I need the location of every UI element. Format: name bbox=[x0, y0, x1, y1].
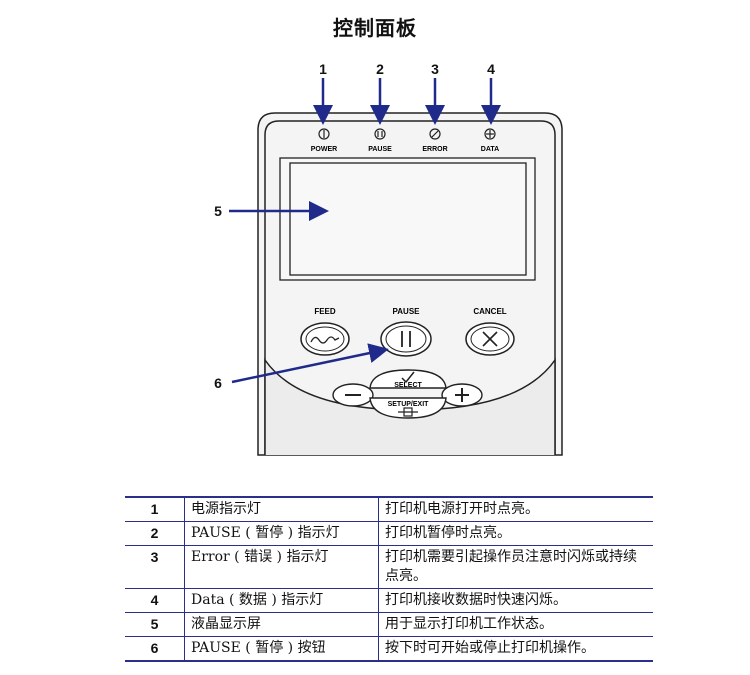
setup-exit-label: SETUP/EXIT bbox=[388, 401, 430, 408]
callout-3: 3 bbox=[431, 61, 439, 77]
legend-num: 4 bbox=[125, 588, 185, 613]
pause-indicator-label: PAUSE bbox=[368, 146, 392, 153]
minus-button[interactable] bbox=[332, 383, 374, 407]
power-label: POWER bbox=[311, 146, 337, 153]
legend-name: 电源指示灯 bbox=[184, 497, 379, 522]
legend-num: 1 bbox=[125, 497, 185, 522]
callout-5: 5 bbox=[214, 203, 222, 219]
feed-icon bbox=[310, 336, 340, 344]
legend-num: 2 bbox=[125, 521, 185, 546]
callout-4: 4 bbox=[487, 61, 495, 77]
legend-desc: 打印机接收数据时快速闪烁。 bbox=[378, 588, 653, 613]
error-indicator-icon bbox=[429, 128, 441, 140]
pause-indicator-icon bbox=[374, 128, 386, 140]
legend-desc: 打印机暂停时点亮。 bbox=[378, 521, 653, 546]
error-label: ERROR bbox=[422, 146, 447, 153]
cancel-label: CANCEL bbox=[473, 307, 506, 316]
legend-desc: 用于显示打印机工作状态。 bbox=[378, 612, 653, 637]
pause-button-label: PAUSE bbox=[393, 307, 421, 316]
power-indicator-icon bbox=[318, 128, 330, 140]
legend-num: 6 bbox=[125, 636, 185, 662]
plus-icon bbox=[455, 388, 469, 402]
legend-name: Data ( 数据 ) 指示灯 bbox=[184, 588, 379, 613]
page-title: 控制面板 bbox=[333, 16, 417, 40]
setup-exit-button[interactable] bbox=[369, 397, 447, 419]
table-row: 4 Data ( 数据 ) 指示灯 打印机接收数据时快速闪烁。 bbox=[125, 588, 653, 613]
table-row: 1 电源指示灯 打印机电源打开时点亮。 bbox=[125, 497, 653, 522]
callout-6: 6 bbox=[214, 375, 222, 391]
checkmark-icon bbox=[401, 371, 415, 384]
table-row: 6 PAUSE ( 暂停 ) 按钮 按下时可开始或停止打印机操作。 bbox=[125, 636, 653, 662]
indicator-arrows bbox=[313, 78, 501, 125]
legend-desc: 打印机需要引起操作员注意时闪烁或持续点亮。 bbox=[378, 545, 653, 589]
feed-label: FEED bbox=[314, 307, 336, 316]
legend-desc: 按下时可开始或停止打印机操作。 bbox=[378, 636, 653, 662]
select-button[interactable] bbox=[369, 369, 447, 389]
cancel-button[interactable] bbox=[465, 322, 515, 356]
table-row: 3 Error ( 错误 ) 指示灯 打印机需要引起操作员注意时闪烁或持续点亮。 bbox=[125, 545, 653, 589]
callout-1: 1 bbox=[319, 61, 327, 77]
legend-name: 液晶显示屏 bbox=[184, 612, 379, 637]
plus-button[interactable] bbox=[441, 383, 483, 407]
legend-num: 5 bbox=[125, 612, 185, 637]
data-indicator-icon bbox=[484, 128, 496, 140]
lcd-display bbox=[279, 157, 536, 281]
table-row: 5 液晶显示屏 用于显示打印机工作状态。 bbox=[125, 612, 653, 637]
table-row: 2 PAUSE ( 暂停 ) 指示灯 打印机暂停时点亮。 bbox=[125, 521, 653, 546]
select-label: SELECT bbox=[394, 382, 422, 389]
legend-name: Error ( 错误 ) 指示灯 bbox=[184, 545, 379, 589]
data-label: DATA bbox=[481, 146, 499, 153]
feed-button[interactable] bbox=[300, 322, 350, 356]
legend-name: PAUSE ( 暂停 ) 按钮 bbox=[184, 636, 379, 662]
pause-button[interactable] bbox=[380, 321, 432, 357]
setup-exit-icon bbox=[398, 407, 418, 417]
legend-table: 1 电源指示灯 打印机电源打开时点亮。 2 PAUSE ( 暂停 ) 指示灯 打… bbox=[125, 496, 653, 662]
callout-6-arrow bbox=[231, 343, 389, 384]
pause-icon bbox=[401, 331, 411, 347]
cancel-x-icon bbox=[482, 331, 498, 347]
legend-desc: 打印机电源打开时点亮。 bbox=[378, 497, 653, 522]
control-panel-diagram: 1 2 3 4 POWER PAUSE ERROR DATA 5 FEED PA… bbox=[214, 61, 563, 456]
callout-2: 2 bbox=[376, 61, 384, 77]
legend-name: PAUSE ( 暂停 ) 指示灯 bbox=[184, 521, 379, 546]
legend-num: 3 bbox=[125, 545, 185, 589]
